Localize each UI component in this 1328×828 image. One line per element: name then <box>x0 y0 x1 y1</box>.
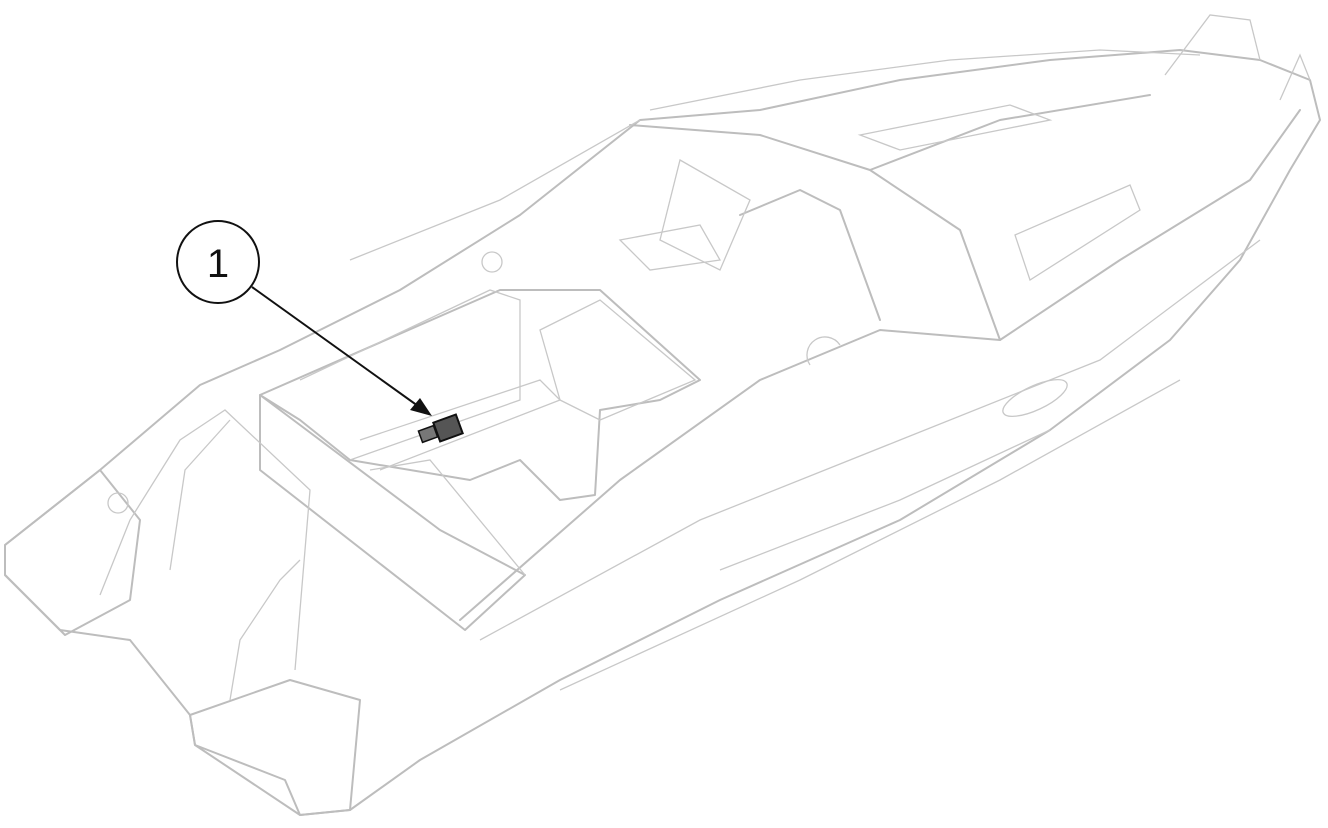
arrowhead-icon <box>410 398 432 416</box>
callout-leader-line <box>251 286 419 407</box>
swim-platform-left <box>4 469 141 636</box>
highlighted-component <box>417 413 464 444</box>
callout-1: 1 <box>176 220 432 416</box>
callout-label: 1 <box>207 242 229 286</box>
callout-circle <box>176 220 260 304</box>
boat-line-art <box>4 14 1321 816</box>
gunwale <box>459 109 1301 621</box>
hull-outline <box>4 49 1321 816</box>
cockpit <box>259 289 701 501</box>
swim-platform-right <box>189 679 361 816</box>
windshield <box>629 94 1151 341</box>
stern-bench <box>259 394 526 631</box>
